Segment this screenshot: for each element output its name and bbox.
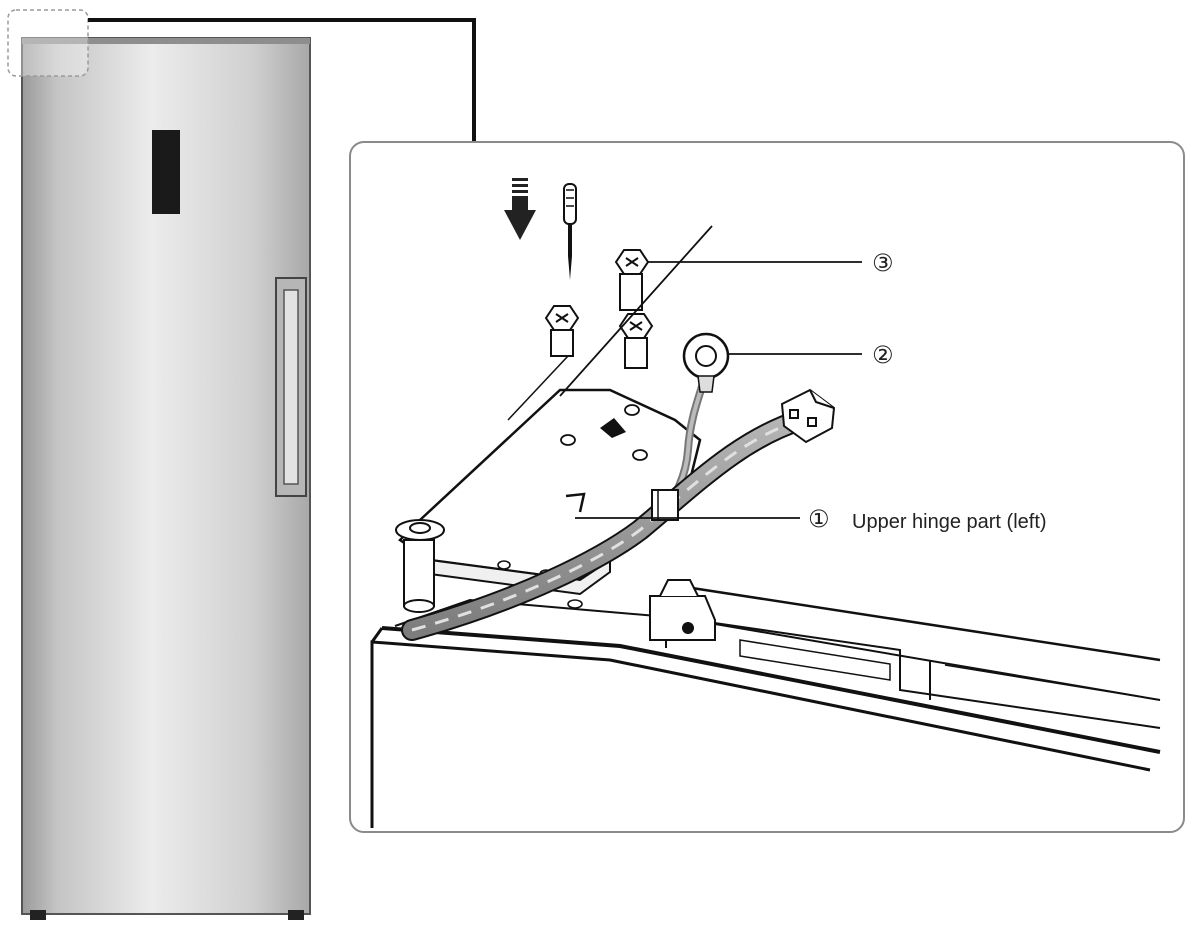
screw-left <box>544 305 580 357</box>
wire-harness <box>401 388 836 641</box>
callout-1: ① Upper hinge part (left) <box>575 505 1047 533</box>
screw-right <box>618 313 654 369</box>
wire-connector <box>780 388 836 444</box>
screw-guide-line <box>559 225 713 397</box>
door-handle <box>275 277 307 497</box>
zoom-region-marker <box>7 9 89 77</box>
down-arrow-icon <box>504 178 536 240</box>
callout-2-number: ② <box>872 341 894 369</box>
cabinet-latch <box>649 579 716 641</box>
callout-2: ② <box>728 341 894 369</box>
zoom-connector-line <box>88 18 476 142</box>
foot-right <box>288 910 304 920</box>
callout-1-number: ① <box>808 505 830 533</box>
foot-left <box>30 910 46 920</box>
refrigerator-top-edge <box>22 38 310 44</box>
screw-guide-line-2 <box>507 355 569 421</box>
hinge-pin <box>395 519 445 613</box>
callout-3-number: ③ <box>872 249 894 277</box>
refrigerator <box>7 9 311 920</box>
screw-top <box>614 249 650 311</box>
detail-illustration <box>370 225 1161 828</box>
callout-1-label: Upper hinge part (left) <box>852 511 1047 533</box>
screwdriver-icon <box>563 183 577 280</box>
cabinet-top <box>370 582 1161 828</box>
display-panel <box>152 130 180 214</box>
callout-3: ③ <box>648 249 894 277</box>
